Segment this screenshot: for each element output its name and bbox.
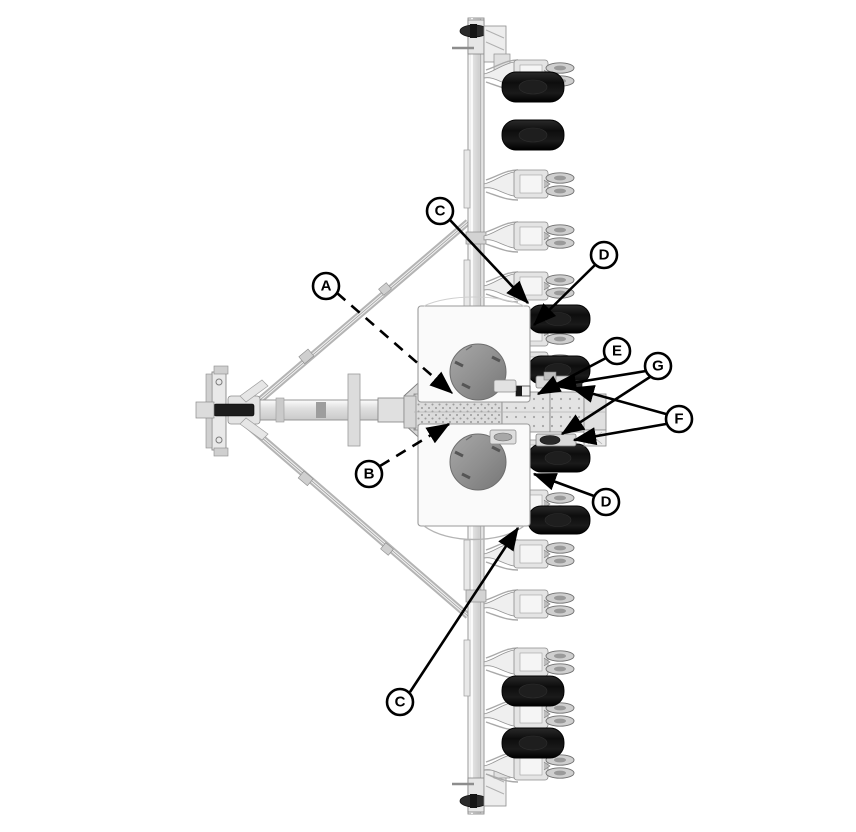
hitch-clevis	[195, 365, 255, 457]
leader-A	[336, 292, 453, 394]
wing-fold-arms	[243, 219, 471, 619]
callout-circle[interactable]	[591, 487, 621, 517]
callout-leaders	[336, 219, 667, 693]
callout-C-top[interactable]: C	[425, 196, 455, 226]
callout-circle[interactable]	[354, 459, 384, 489]
tire	[527, 304, 591, 334]
callout-D-bottom[interactable]: D	[591, 487, 621, 517]
hitch-and-tongue	[195, 365, 437, 457]
leader-D-top	[533, 264, 596, 326]
callout-circle[interactable]	[643, 351, 673, 381]
leader-B	[379, 422, 451, 468]
tire	[501, 119, 565, 151]
tire	[527, 505, 591, 535]
tire	[501, 727, 565, 759]
leader-G-1	[552, 369, 647, 392]
callout-G[interactable]: G	[643, 351, 673, 381]
callout-D-top[interactable]: D	[589, 240, 619, 270]
callout-C-bottom[interactable]: C	[385, 687, 415, 717]
leader-F-1	[570, 385, 667, 416]
marker-assembly-top	[452, 19, 511, 71]
callout-circle[interactable]	[311, 271, 341, 301]
leader-F-2	[572, 422, 667, 446]
hitch-brace-links	[239, 379, 269, 441]
callout-B[interactable]: B	[354, 459, 384, 489]
callout-circle[interactable]	[664, 404, 694, 434]
callout-F[interactable]: F	[664, 404, 694, 434]
hopper-tank-body	[417, 296, 531, 541]
callout-E[interactable]: E	[602, 336, 632, 366]
tire	[527, 443, 591, 473]
tank-lid-lower	[449, 433, 507, 491]
leader-C-bottom	[408, 526, 520, 693]
leader-C-top	[449, 219, 529, 304]
callout-circle[interactable]	[425, 196, 455, 226]
leader-G-2	[560, 375, 651, 436]
tire	[501, 675, 565, 707]
upper-fold-arm	[243, 219, 471, 415]
callout-circle[interactable]	[602, 336, 632, 366]
callout-A[interactable]: A	[311, 271, 341, 301]
leader-D-bottom	[532, 472, 595, 498]
tire	[501, 71, 565, 103]
lower-fold-arm	[243, 421, 471, 619]
callout-circle[interactable]	[385, 687, 415, 717]
control-panel-decal	[515, 385, 531, 397]
callout-circle[interactable]	[589, 240, 619, 270]
